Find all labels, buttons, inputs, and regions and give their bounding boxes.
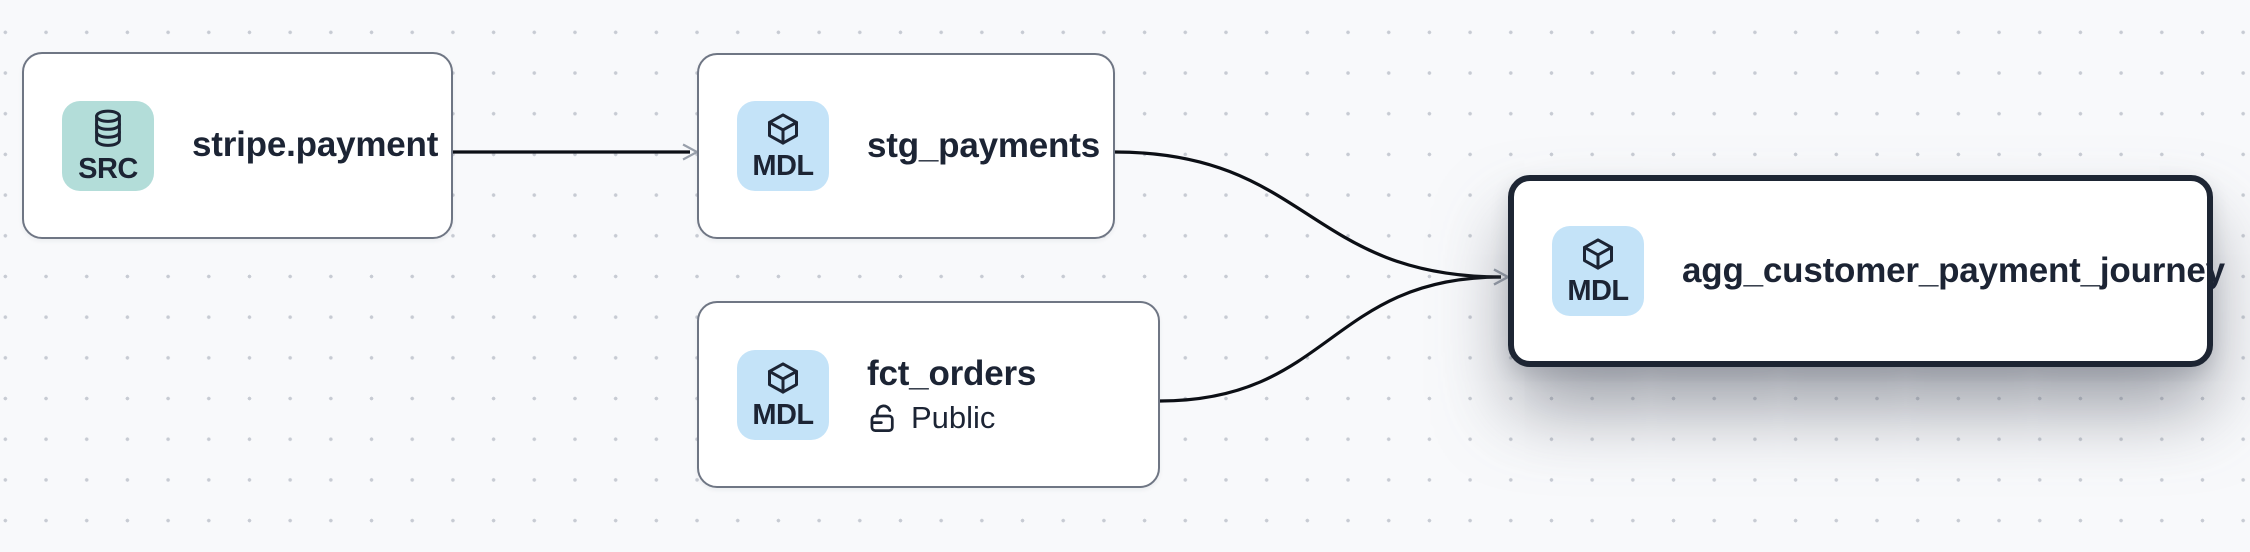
badge-label: MDL bbox=[752, 150, 814, 182]
node-stg-payments[interactable]: MDL stg_payments bbox=[697, 53, 1115, 239]
edge-fct-orders-to-agg-customer-payment-journey[interactable] bbox=[1159, 268, 1511, 403]
cube-icon bbox=[1583, 238, 1613, 270]
node-title: agg_customer_payment_journey bbox=[1682, 250, 2225, 290]
source-badge: SRC bbox=[62, 100, 154, 191]
node-title: fct_orders bbox=[867, 353, 1037, 393]
model-badge: MDL bbox=[737, 101, 829, 191]
node-text: fct_orders Public bbox=[867, 354, 1036, 435]
node-title: stg_payments bbox=[867, 125, 1100, 165]
node-fct-orders[interactable]: MDL fct_orders Public bbox=[697, 301, 1160, 488]
database-icon bbox=[95, 109, 121, 147]
badge-label: SRC bbox=[78, 152, 138, 185]
node-agg-customer-payment-journey[interactable]: MDL agg_customer_payment_journey bbox=[1508, 175, 2225, 367]
badge-label: MDL bbox=[752, 398, 814, 431]
badge-label: MDL bbox=[1567, 275, 1629, 307]
unlock-icon bbox=[870, 404, 894, 432]
model-badge: MDL bbox=[1552, 226, 1644, 316]
node-title: stripe.payment bbox=[192, 125, 439, 165]
edge-stg-payments-to-agg-customer-payment-journey[interactable] bbox=[1114, 150, 1511, 286]
node-stripe-payment[interactable]: SRC stripe.payment bbox=[22, 52, 453, 239]
access-badge: Public bbox=[867, 400, 1036, 436]
cube-icon bbox=[768, 113, 798, 145]
access-label: Public bbox=[911, 400, 996, 436]
model-badge: MDL bbox=[737, 349, 829, 440]
cube-icon bbox=[768, 361, 798, 394]
